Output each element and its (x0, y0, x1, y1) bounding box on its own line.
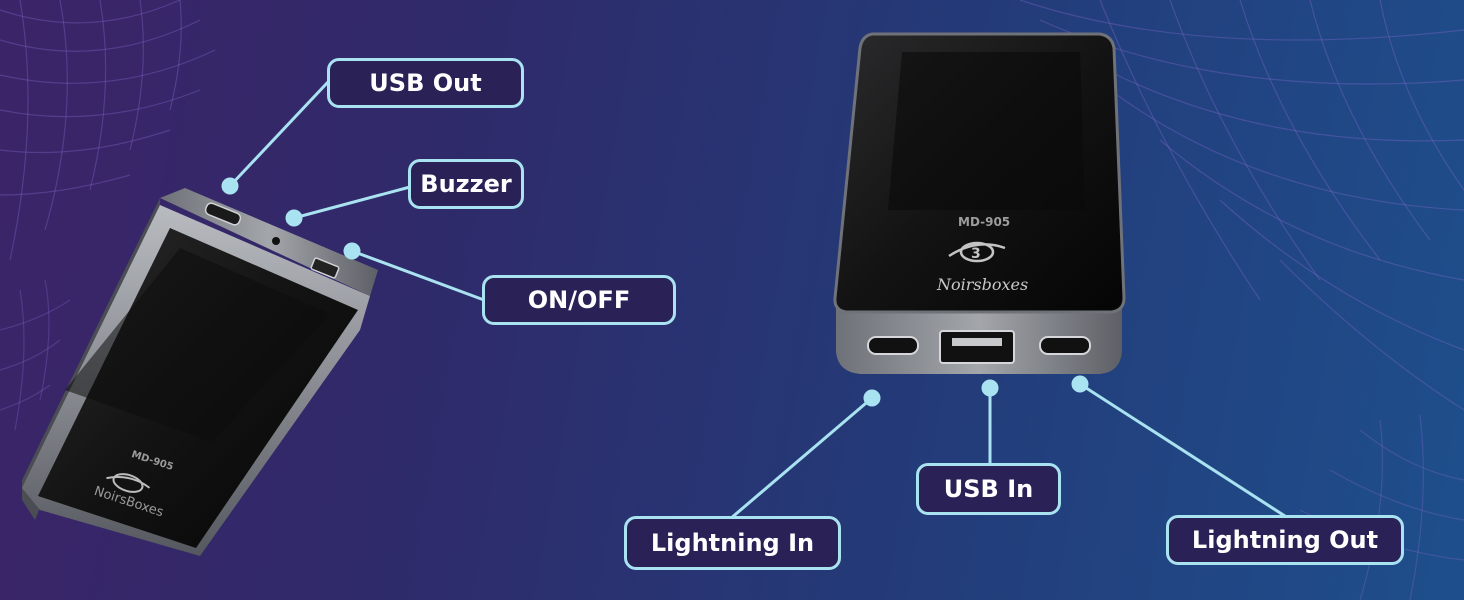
buzzer-marker (285, 209, 303, 227)
decorative-mesh-top-left (0, 0, 216, 261)
device-right-brand: Noirsboxes (936, 275, 1028, 294)
usb-in-marker (981, 379, 999, 397)
svg-text:3: 3 (971, 246, 981, 262)
callout-usb-in: USB In (916, 463, 1061, 515)
on-off-marker (343, 242, 361, 260)
callout-connectors (221, 80, 1289, 521)
usb-out-port (204, 202, 242, 226)
device-left-screen-display (65, 248, 330, 442)
power-switch (310, 257, 340, 279)
callout-lightning-out: Lightning Out (1166, 515, 1404, 565)
device-right: 3 MD-905 Noirsboxes (833, 32, 1126, 374)
brand-logo-left (106, 473, 151, 493)
brand-logo-right: 3 (948, 241, 1006, 263)
decorative-mesh-bottom-left (0, 279, 71, 431)
callout-on-off: ON/OFF (482, 275, 676, 325)
lightning-in-port (867, 336, 919, 355)
callout-usb-out: USB Out (327, 58, 524, 108)
device-right-model: MD-905 (958, 215, 1010, 229)
device-left: MD-905 NoirsBoxes (22, 188, 378, 556)
callout-lightning-in: Lightning In (624, 516, 841, 570)
device-right-screen-display (888, 52, 1085, 210)
callout-buzzer: Buzzer (408, 159, 524, 209)
lightning-in-marker (863, 389, 881, 407)
lightning-out-marker (1071, 375, 1089, 393)
decorative-mesh-top-right (1019, 0, 1464, 411)
usb-in-port-tongue (952, 338, 1002, 346)
decorative-mesh-bottom-right (1299, 414, 1464, 600)
lightning-out-port (1039, 336, 1091, 355)
usb-in-port (939, 330, 1015, 364)
buzzer-hole (272, 237, 280, 245)
usb-out-marker (221, 177, 239, 195)
